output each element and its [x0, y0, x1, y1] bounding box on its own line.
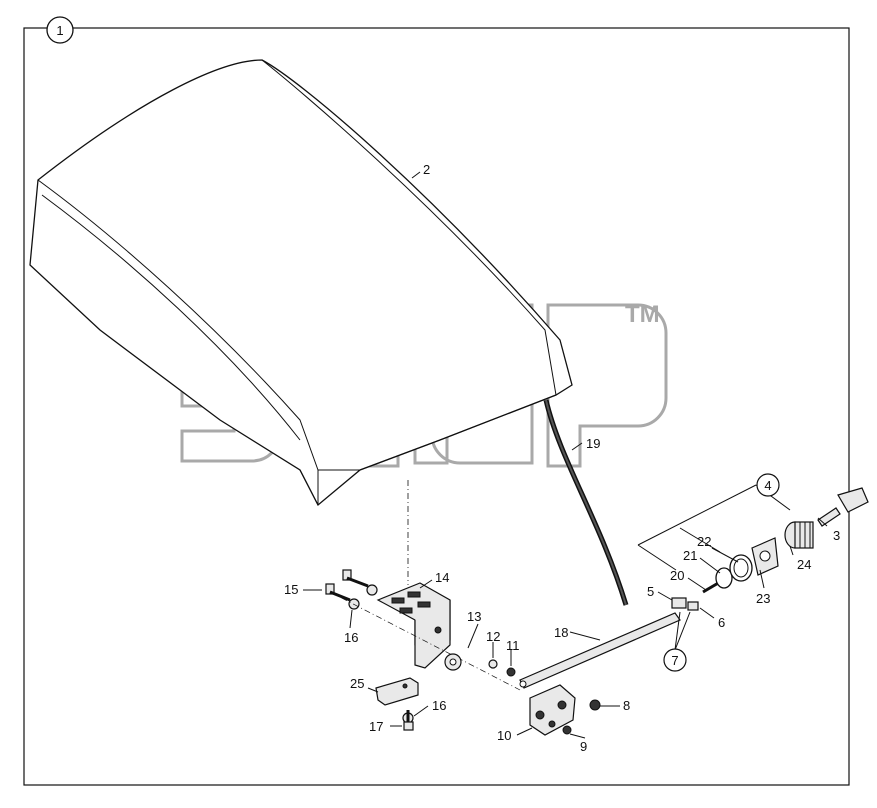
callout-5: 5	[647, 584, 654, 599]
washer-lower	[366, 584, 378, 596]
small-bracket	[375, 677, 419, 706]
latch-rod	[519, 612, 681, 689]
frame-number: 1	[56, 23, 63, 38]
hood-cover	[29, 59, 573, 507]
callout-25: 25	[350, 676, 364, 691]
callout-7-badge: 7	[663, 648, 687, 672]
callout-4-badge: 4	[756, 473, 780, 497]
lock-cylinder-parts	[702, 537, 779, 594]
callout-22: 22	[697, 534, 711, 549]
lock-cam	[671, 597, 699, 611]
lock-barrel	[784, 521, 814, 549]
callout-16-upper: 16	[344, 630, 358, 645]
watermark-trademark: TM	[625, 301, 660, 328]
washer-12	[488, 659, 498, 669]
bolt-upper	[325, 583, 351, 602]
callout-11: 11	[506, 638, 520, 653]
latch-assembly	[529, 684, 576, 736]
callout-10: 10	[497, 728, 511, 743]
callout-20: 20	[670, 568, 684, 583]
callout-21: 21	[683, 548, 697, 563]
screw	[403, 710, 414, 731]
callout-23: 23	[756, 591, 770, 606]
callout-8: 8	[623, 698, 630, 713]
callout-19: 19	[586, 436, 600, 451]
nut-8	[589, 699, 601, 711]
callout-4: 4	[764, 478, 771, 493]
callout-17: 17	[369, 719, 383, 734]
callout-14: 14	[435, 570, 449, 585]
callout-3: 3	[833, 528, 840, 543]
diagram-frame	[23, 27, 850, 786]
bolt-lower	[342, 569, 369, 588]
callout-16-lower: 16	[432, 698, 446, 713]
callout-13: 13	[467, 609, 481, 624]
callout-7: 7	[671, 653, 678, 668]
nut-11	[506, 667, 516, 677]
callout-9: 9	[580, 739, 587, 754]
callout-12: 12	[486, 629, 500, 644]
callout-24: 24	[797, 557, 811, 572]
callout-6: 6	[718, 615, 725, 630]
callout-18: 18	[554, 625, 568, 640]
key	[817, 487, 869, 527]
callout-15: 15	[284, 582, 298, 597]
nut-9	[562, 725, 572, 735]
hinge-bracket	[376, 582, 451, 669]
leader-lines	[303, 171, 828, 739]
frame-number-badge: 1	[46, 16, 74, 44]
callout-2: 2	[423, 162, 430, 177]
